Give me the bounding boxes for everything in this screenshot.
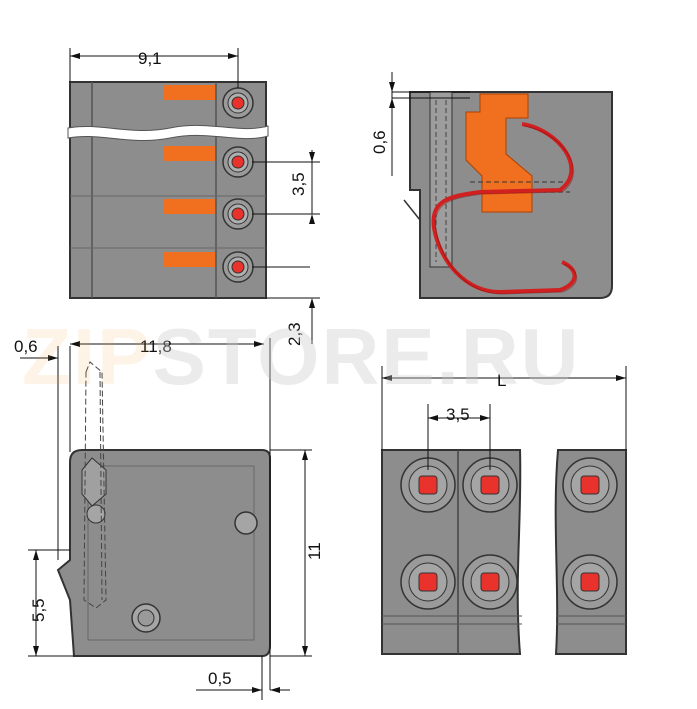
contact-opening: [400, 554, 456, 610]
dim-tab: 0,5: [208, 669, 232, 688]
wire-entry: [222, 146, 254, 178]
push-button: [163, 85, 215, 100]
svg-text:ZIPSTORE.RU: ZIPSTORE.RU: [22, 312, 580, 401]
push-button: [163, 252, 215, 267]
push-button: [163, 199, 215, 214]
watermark-accent: ZIP: [22, 312, 152, 401]
wire-entry: [222, 251, 254, 283]
dim-height: 11: [305, 542, 324, 560]
contact-opening: [462, 554, 518, 610]
dim-pitch-side: 3,5: [289, 172, 308, 196]
wire-entry: [222, 87, 254, 119]
dim-length: 11,8: [140, 337, 172, 356]
dim-bottom-gap: 2,3: [285, 322, 304, 346]
contact-opening: [462, 457, 518, 513]
dim-total-width: L: [497, 371, 506, 390]
dim-top-width: 9,1: [138, 49, 162, 68]
dim-lower-height: 5,5: [29, 598, 48, 622]
watermark: ZIPSTORE.RU: [22, 312, 580, 401]
side-view: 0,6: [370, 72, 613, 299]
dim-pitch-front: 3,5: [446, 405, 470, 424]
front-view: L 3,5: [381, 366, 627, 655]
contact-opening: [562, 554, 618, 610]
profile-view: 0,6 11,8 11 5,5 0,5: [14, 337, 324, 700]
profile-housing: [56, 449, 271, 657]
dim-side-offset: 0,6: [370, 130, 389, 154]
top-view: 9,1 3,5 2,3: [67, 48, 320, 346]
dim-left-offset: 0,6: [14, 337, 38, 356]
watermark-rest: STORE.RU: [152, 312, 580, 401]
wire-entry: [222, 198, 254, 230]
break-line: [67, 124, 269, 141]
contact-opening: [562, 457, 618, 513]
contact-opening: [400, 457, 456, 513]
clamping-spring: [431, 122, 577, 295]
push-button: [163, 146, 215, 161]
